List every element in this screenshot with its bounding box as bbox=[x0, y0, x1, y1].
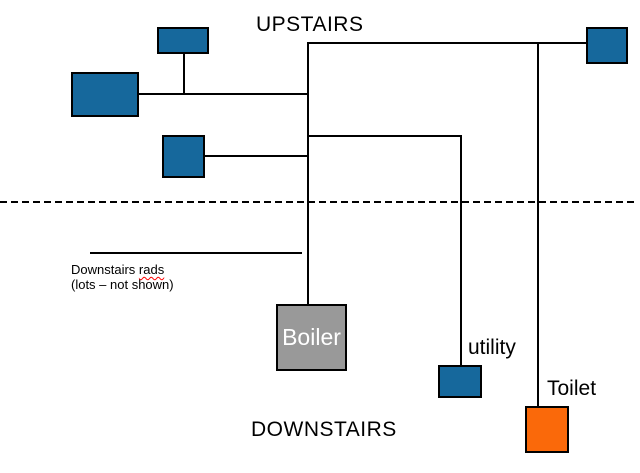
downstairs-rads-note: Downstairs rads (lots – not shown) bbox=[71, 262, 174, 292]
radiator-upstairs-left bbox=[71, 72, 139, 117]
boiler-box: Boiler bbox=[276, 304, 347, 371]
misspelled-word-rads: rads bbox=[138, 262, 165, 277]
pipe-top-radiator-stub bbox=[183, 53, 185, 94]
toilet-label: Toilet bbox=[547, 377, 597, 400]
upstairs-title: UPSTAIRS bbox=[256, 13, 364, 36]
radiator-upstairs-right bbox=[586, 27, 628, 64]
downstairs-rads-note-line1: Downstairs rads bbox=[71, 262, 165, 277]
radiator-toilet bbox=[525, 406, 569, 453]
radiator-utility bbox=[438, 365, 482, 398]
pipe-vertical-to-utility bbox=[460, 135, 462, 365]
radiator-upstairs-middle bbox=[162, 135, 205, 178]
boiler-label: Boiler bbox=[282, 324, 341, 350]
pipe-vertical-to-toilet bbox=[537, 42, 539, 406]
pipe-left-radiator-horizontal bbox=[138, 93, 308, 95]
downstairs-rads-note-line2: (lots – not shown) bbox=[71, 277, 174, 292]
pipe-main-horizontal bbox=[308, 42, 588, 44]
downstairs-title: DOWNSTAIRS bbox=[251, 418, 397, 441]
utility-label: utility bbox=[468, 336, 516, 359]
pipe-branch-horizontal bbox=[308, 135, 461, 137]
pipe-downstairs-rads-branch bbox=[90, 252, 302, 254]
pipe-main-vertical-to-boiler bbox=[307, 42, 309, 304]
pipe-middle-radiator-horizontal bbox=[204, 155, 308, 157]
radiator-upstairs-top bbox=[157, 27, 209, 54]
floor-divider-dashed-line bbox=[0, 201, 637, 203]
